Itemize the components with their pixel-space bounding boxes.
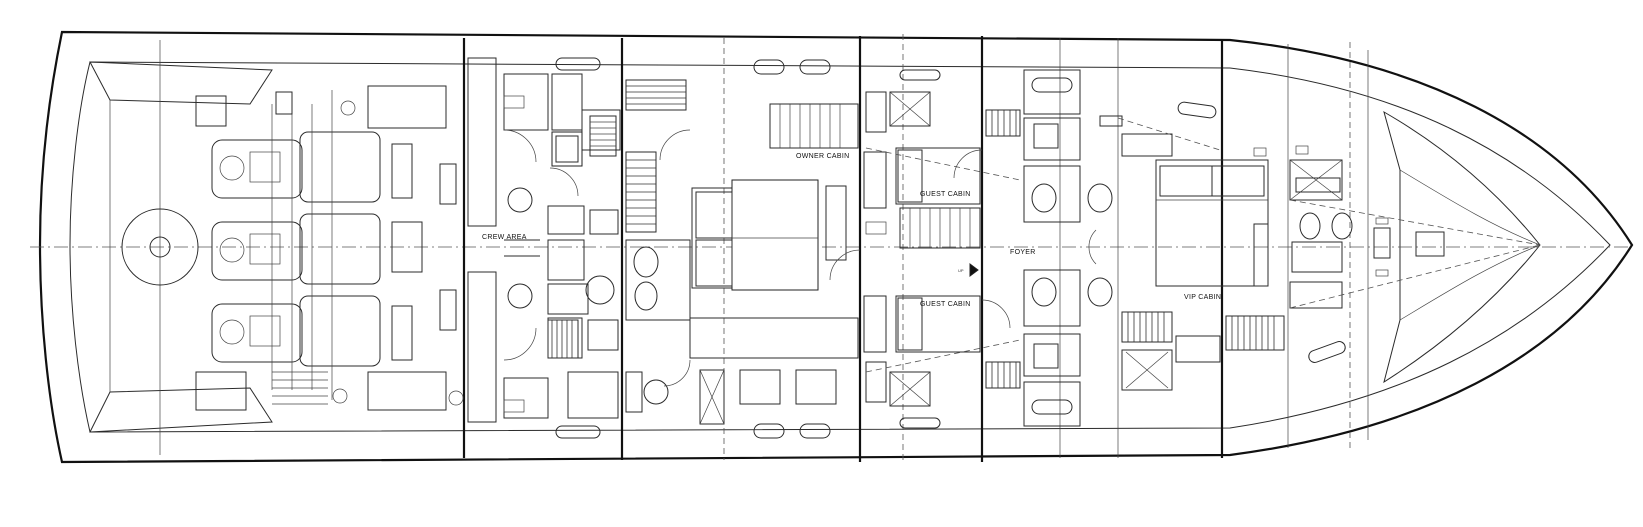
reference-lines — [30, 34, 1632, 462]
bulkheads — [462, 36, 1224, 462]
vip-cabin: VIP CABIN — [1099, 101, 1541, 391]
engine-room — [121, 85, 464, 411]
aft-stair-lines — [272, 371, 328, 405]
owner-stair — [769, 103, 859, 149]
engine-center — [211, 213, 381, 285]
vip-wardrobe-right — [1225, 315, 1285, 351]
owner-wardrobe-side — [625, 151, 657, 233]
engine-starboard — [211, 131, 381, 203]
owner-cabin: OWNER CABIN — [625, 59, 861, 439]
hull-outline — [38, 30, 1634, 464]
guest-locker-upper — [985, 109, 1021, 137]
engine-port — [211, 295, 381, 367]
guest-shower-lower — [889, 371, 931, 407]
guest-shower-upper — [889, 91, 931, 127]
vip-cabin-label: VIP CABIN — [1184, 294, 1221, 301]
owner-cabin-label: OWNER CABIN — [796, 153, 849, 160]
owner-bed — [691, 179, 819, 291]
vip-wardrobe-left — [1121, 311, 1173, 343]
guest-locker-lower — [985, 361, 1021, 389]
crew-locker-hatch — [547, 319, 579, 359]
guest-cabins: UP — [863, 69, 1113, 429]
owner-wardrobe-top — [625, 79, 687, 111]
crew-area-label: CREW AREA — [482, 234, 527, 241]
up-arrow-label: UP — [958, 268, 964, 273]
foyer-stair — [899, 207, 981, 249]
guest-cabin-upper-label: GUEST CABIN — [920, 191, 971, 198]
small-fittings — [503, 95, 1389, 413]
foyer-label: FOYER — [1010, 249, 1036, 256]
crew-area: CREW AREA — [467, 57, 621, 439]
crew-stair — [589, 115, 617, 157]
guest-cabin-lower-label: GUEST CABIN — [920, 301, 971, 308]
